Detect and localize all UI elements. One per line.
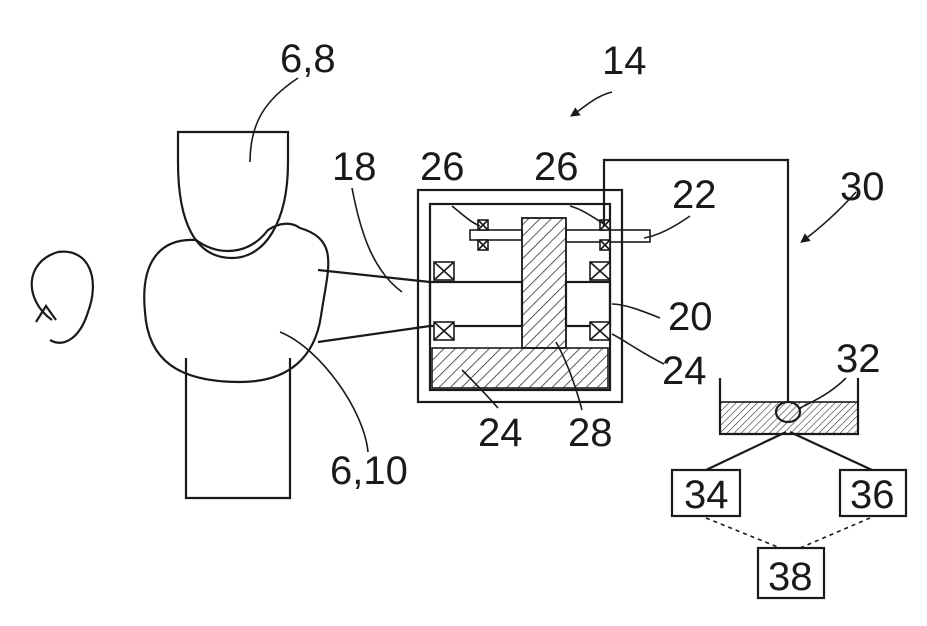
label-36: 36 <box>850 473 895 517</box>
label-6-10: 6,10 <box>330 449 408 493</box>
label-24-bottom: 24 <box>478 411 523 455</box>
wire-to-34 <box>706 432 786 470</box>
leader-6-8 <box>250 78 298 162</box>
bearing-26-left <box>478 220 488 250</box>
wheel-hub-body <box>144 224 328 382</box>
wire-to-36 <box>790 432 872 470</box>
housing <box>418 190 650 402</box>
leader-22 <box>644 216 690 238</box>
label-20: 20 <box>668 295 713 339</box>
leader-6-10 <box>280 332 368 452</box>
shaft-left <box>430 282 522 326</box>
arrow-14 <box>574 92 612 114</box>
label-38: 38 <box>768 555 813 599</box>
leader-26a <box>452 206 480 226</box>
shaft-20 <box>566 282 610 326</box>
label-18: 18 <box>332 145 377 189</box>
reference-labels: 6,8 14 18 26 26 22 30 20 32 24 24 28 6,1… <box>280 37 895 599</box>
label-32: 32 <box>836 337 881 381</box>
leader-20 <box>612 304 660 318</box>
rotation-arrow-icon <box>32 252 93 343</box>
label-26-right: 26 <box>534 145 579 189</box>
rotor-28 <box>522 218 566 348</box>
label-30: 30 <box>840 165 885 209</box>
label-14: 14 <box>602 39 647 83</box>
link-34-38 <box>706 518 780 548</box>
link-36-38 <box>800 518 870 548</box>
label-26-left: 26 <box>420 145 465 189</box>
label-22: 22 <box>672 173 717 217</box>
leader-26b <box>570 206 604 224</box>
upper-pin-left <box>470 230 522 240</box>
leader-24-right <box>612 334 664 364</box>
label-34: 34 <box>684 473 729 517</box>
fluid-level <box>720 402 858 434</box>
label-24-right: 24 <box>662 349 707 393</box>
magnet-block <box>432 348 608 388</box>
label-6-8: 6,8 <box>280 37 336 81</box>
label-28: 28 <box>568 411 613 455</box>
drive-shaft <box>318 270 430 342</box>
wheel-assembly <box>32 132 329 498</box>
